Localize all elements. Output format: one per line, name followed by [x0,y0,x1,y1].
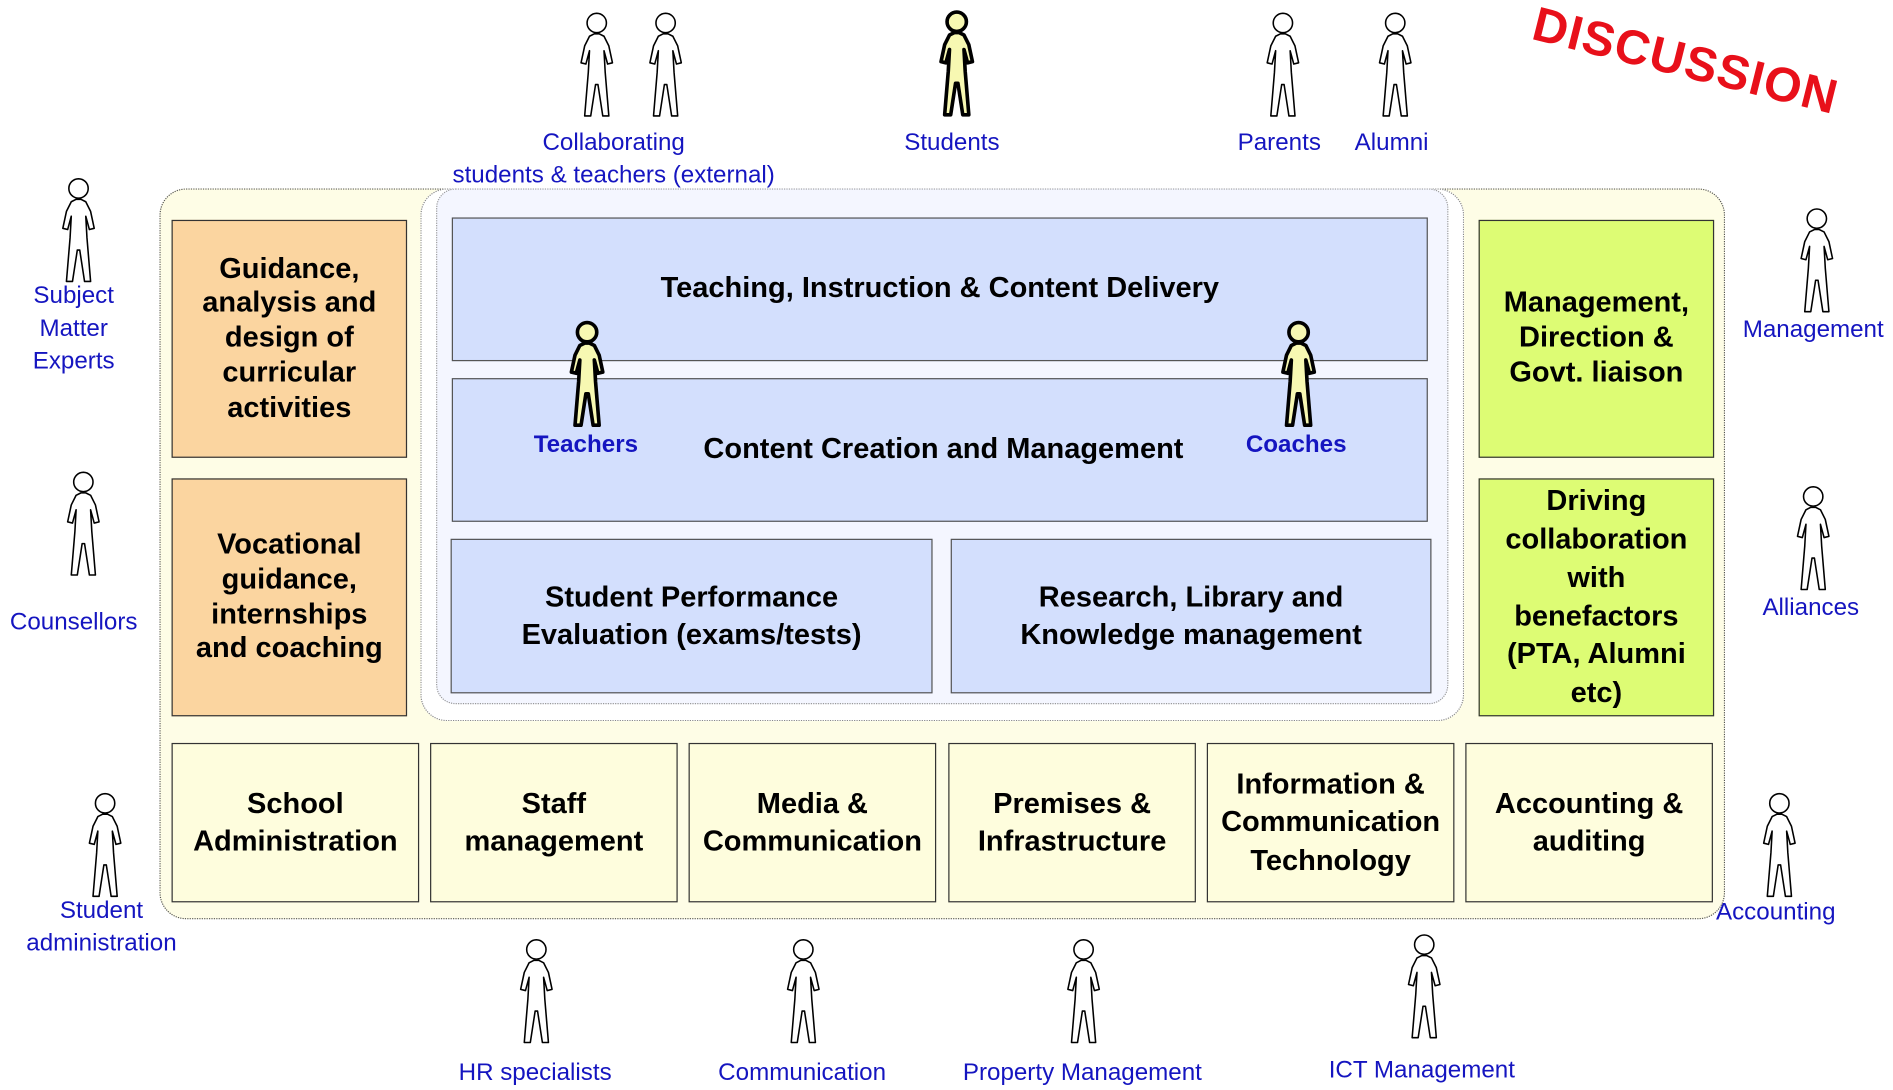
driving-collaboration-box: Driving collaboration with benefactors (… [1478,478,1715,717]
management-text: Management, Direction & Govt. liaison [1503,286,1690,389]
alumni-icon [1366,10,1424,121]
media-communication-box: Media & Communication [688,742,937,903]
ict-management-icon [1395,931,1453,1042]
evaluation-text: Student Performance Evaluation (exams/te… [521,580,862,652]
guidance-text: Guidance, analysis and design of curricu… [202,251,377,424]
teaching-box: Teaching, Instruction & Content Delivery [451,217,1428,362]
vocational-box: Vocational guidance, internships and coa… [171,478,408,717]
property-icon [1055,936,1113,1047]
counsellors-icon [54,469,112,580]
vocational-text: Vocational guidance, internships and coa… [195,527,383,665]
communication-icon [774,936,832,1047]
sme-label: Subject Matter Experts [32,282,115,375]
sme-icon [50,175,108,286]
school-admin-box: School Administration [171,742,420,903]
parents-icon [1254,10,1312,121]
parents-label: Parents [1237,129,1321,156]
teachers-icon [558,319,616,430]
communication-label: Communication [718,1059,887,1086]
guidance-box: Guidance, analysis and design of curricu… [171,219,408,458]
collaborating-label: Collaborating students & teachers (exter… [452,129,775,189]
counsellors-label: Counsellors [9,608,138,636]
research-text: Research, Library and Knowledge manageme… [1020,580,1362,652]
alumni-label: Alumni [1354,129,1429,156]
accounting-icon [1750,790,1808,901]
driving-collaboration-text: Driving collaboration with benefactors (… [1505,484,1688,709]
ict-management-label: ICT Management [1328,1057,1515,1084]
hr-icon [507,936,565,1047]
management-label: Management [1742,316,1884,344]
alliances-label: Alliances [1762,594,1860,621]
content-creation-box: Content Creation and Management [451,378,1428,522]
collaborating-student-icon [568,10,626,121]
alliances-icon [1784,483,1842,594]
student-admin-label: Student administration [26,897,177,957]
coaches-icon [1270,319,1328,430]
discussion-stamp: DISCUSSION [1527,0,1844,125]
premises-box: Premises & Infrastructure [948,742,1196,903]
evaluation-box: Student Performance Evaluation (exams/te… [450,538,933,694]
collaborating-teacher-icon [637,10,695,121]
coaches-label: Coaches [1245,431,1347,458]
accounting-label: Accounting [1715,898,1836,926]
hr-label: HR specialists [458,1059,612,1086]
staff-management-box: Staff management [430,742,678,903]
management-icon [1788,205,1846,316]
teachers-label: Teachers [533,431,639,458]
research-box: Research, Library and Knowledge manageme… [950,538,1432,694]
accounting-box: Accounting & auditing [1465,742,1713,903]
property-label: Property Management [962,1059,1202,1086]
student-admin-icon [76,790,134,901]
management-box: Management, Direction & Govt. liaison [1478,219,1715,458]
students-label: Students [904,129,1000,156]
students-icon [928,8,986,119]
ict-box: Information & Communication Technology [1206,742,1455,903]
